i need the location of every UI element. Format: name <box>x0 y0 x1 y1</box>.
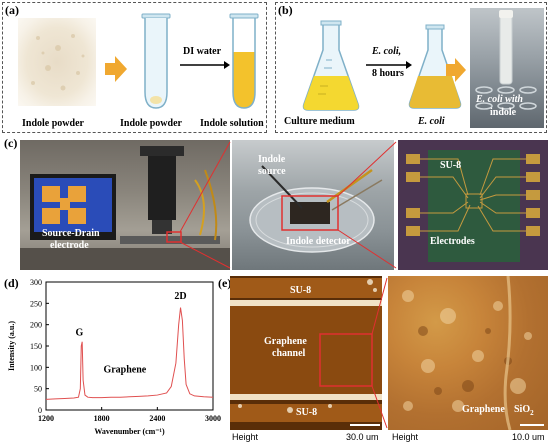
y-axis-label: Intensity (a.u.) <box>7 321 16 371</box>
label-8-hours: 8 hours <box>372 68 404 79</box>
x-tick-label: 1800 <box>94 414 110 423</box>
zoom-lines-e <box>371 277 388 429</box>
scale-bar-2 <box>520 424 544 426</box>
label-source-drain: Source-Drain <box>42 228 100 239</box>
label-electrode: electrode <box>50 240 89 251</box>
label-ecoli-arrow: E. coli, <box>372 46 402 57</box>
label-culture-medium: Culture medium <box>284 116 355 127</box>
afm-zoom-image: Graphene SiO2 <box>388 276 548 430</box>
afm-channel-image: SU-8 Graphene channel SU-8 <box>230 276 382 430</box>
label-indole-source-1: Indole <box>258 154 286 165</box>
y-tick-label: 150 <box>30 342 42 351</box>
panel-d-letter: (d) <box>4 276 19 290</box>
x-tick-label: 3000 <box>205 414 221 423</box>
label-ecoli-with: E. coli with <box>476 94 523 105</box>
arrow-right-icon-b <box>366 61 412 69</box>
label-graphene-channel-1: Graphene <box>264 336 307 347</box>
y-tick-label: 300 <box>30 278 42 287</box>
arrow-right-icon <box>180 61 230 69</box>
label-su8-top: SU-8 <box>290 285 312 296</box>
zoom-lines-c1 <box>180 141 231 269</box>
label-di-water: DI water <box>183 46 222 57</box>
y-tick-label: 0 <box>38 406 42 415</box>
label-sio2: SiO2 <box>514 404 534 417</box>
label-indole-powder-2: Indole powder <box>120 118 182 129</box>
label-indole-source-2: source <box>258 166 286 177</box>
y-tick-label: 200 <box>30 321 42 330</box>
peak-annotation: 2D <box>174 291 186 302</box>
label-height-1: Height <box>232 432 259 442</box>
lab-setup-photo: Source-Drain electrode <box>20 140 230 270</box>
panel-b-frame <box>275 2 547 133</box>
flask-culture-medium <box>302 20 360 111</box>
chip-photo: SU-8 Electrodes <box>398 140 548 270</box>
panel-c-letter: (c) <box>4 136 18 150</box>
plot-frame <box>45 281 214 411</box>
ecoli-indole-photo: E. coli with indole <box>470 8 544 128</box>
label-indole-photo: indole <box>490 107 517 118</box>
panel-b-letter: (b) <box>278 3 293 17</box>
label-ecoli: E. coli <box>418 116 445 127</box>
panel-a-letter: (a) <box>5 3 19 17</box>
zoom-lines-c2 <box>337 141 397 269</box>
label-su8-bottom: SU-8 <box>296 407 318 418</box>
flask-ecoli <box>408 24 462 109</box>
label-indole-detector: Indole detector <box>286 236 351 247</box>
indole-powder-photo <box>18 18 96 106</box>
arrow-icon <box>105 56 127 82</box>
y-tick-label: 50 <box>34 385 42 394</box>
x-axis-label: Wavenumber (cm⁻¹) <box>94 427 165 436</box>
peak-annotation: G <box>76 327 84 338</box>
label-electrodes: Electrodes <box>430 236 475 247</box>
label-indole-powder-1: Indole powder <box>22 118 84 129</box>
peak-annotation: Graphene <box>103 364 146 375</box>
label-scale-2: 10.0 um <box>512 432 545 442</box>
x-tick-label: 1200 <box>38 414 54 423</box>
panel-a-frame <box>2 2 267 133</box>
label-graphene-afm: Graphene <box>462 404 505 415</box>
label-scale-1: 30.0 um <box>346 432 379 442</box>
panel-e-letter: (e) <box>218 276 232 290</box>
x-tick-label: 2400 <box>149 414 165 423</box>
label-su8-chip: SU-8 <box>440 160 462 171</box>
label-graphene-channel-2: channel <box>272 348 306 359</box>
test-tube-solution <box>229 13 259 109</box>
scale-bar-1 <box>350 424 380 426</box>
indole-detector-photo: Indole source Indole detector <box>232 140 394 270</box>
label-indole-solution: Indole solution <box>200 118 264 129</box>
y-tick-label: 100 <box>30 363 42 372</box>
arrow-icon-b <box>446 58 466 82</box>
test-tube-powder <box>141 13 171 109</box>
raman-series-line <box>45 307 214 400</box>
label-height-2: Height <box>392 432 419 442</box>
raman-chart: 0 50 100 150 200 250 300 1200 1800 2400 3000 G 2D Gra… <box>7 278 221 436</box>
y-tick-label: 250 <box>30 299 42 308</box>
